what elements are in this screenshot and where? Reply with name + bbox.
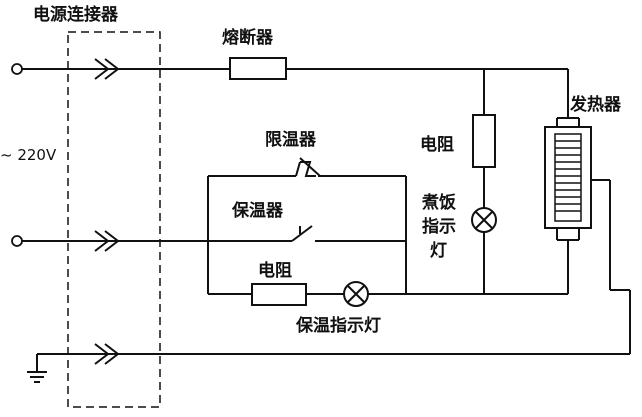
temperature-limiter-switch	[295, 157, 321, 177]
warm-indicator-label: 保温指示灯	[295, 315, 381, 336]
keep-warm-switch	[291, 225, 313, 242]
fuse	[229, 57, 287, 80]
terminal-top	[11, 63, 23, 75]
cook-indicator-lamp-icon	[471, 207, 497, 233]
connector-pin-top	[94, 58, 120, 80]
heater-label: 发热器	[569, 94, 622, 115]
ground-line	[37, 289, 631, 355]
thermostat-loop	[207, 175, 568, 295]
heater	[544, 117, 611, 294]
resistor-top	[472, 114, 496, 168]
warm-indicator-lamp-icon	[343, 281, 369, 307]
resistor-bottom	[251, 283, 307, 306]
power-connector-box	[67, 31, 161, 408]
connector-pin-ground	[94, 343, 120, 365]
cook-indicator-label-3: 灯	[430, 241, 447, 261]
cook-indicator-label-2: 指示	[422, 216, 456, 237]
fuse-label: 熔断器	[222, 27, 274, 48]
limiter-label: 限温器	[265, 130, 317, 150]
keep-warm-label: 保温器	[231, 200, 284, 221]
resistor-bottom-label: 电阻	[258, 260, 292, 281]
voltage-label: ~ 220V	[0, 146, 57, 164]
connector-pin-middle	[94, 230, 120, 252]
connector-label: 电源连接器	[33, 4, 119, 25]
cook-indicator-label-1: 煮饭	[421, 192, 456, 213]
top-supply-line	[22, 68, 569, 118]
ground-icon	[27, 354, 47, 383]
resistor-top-label: 电阻	[420, 134, 454, 155]
terminal-middle	[11, 235, 23, 247]
